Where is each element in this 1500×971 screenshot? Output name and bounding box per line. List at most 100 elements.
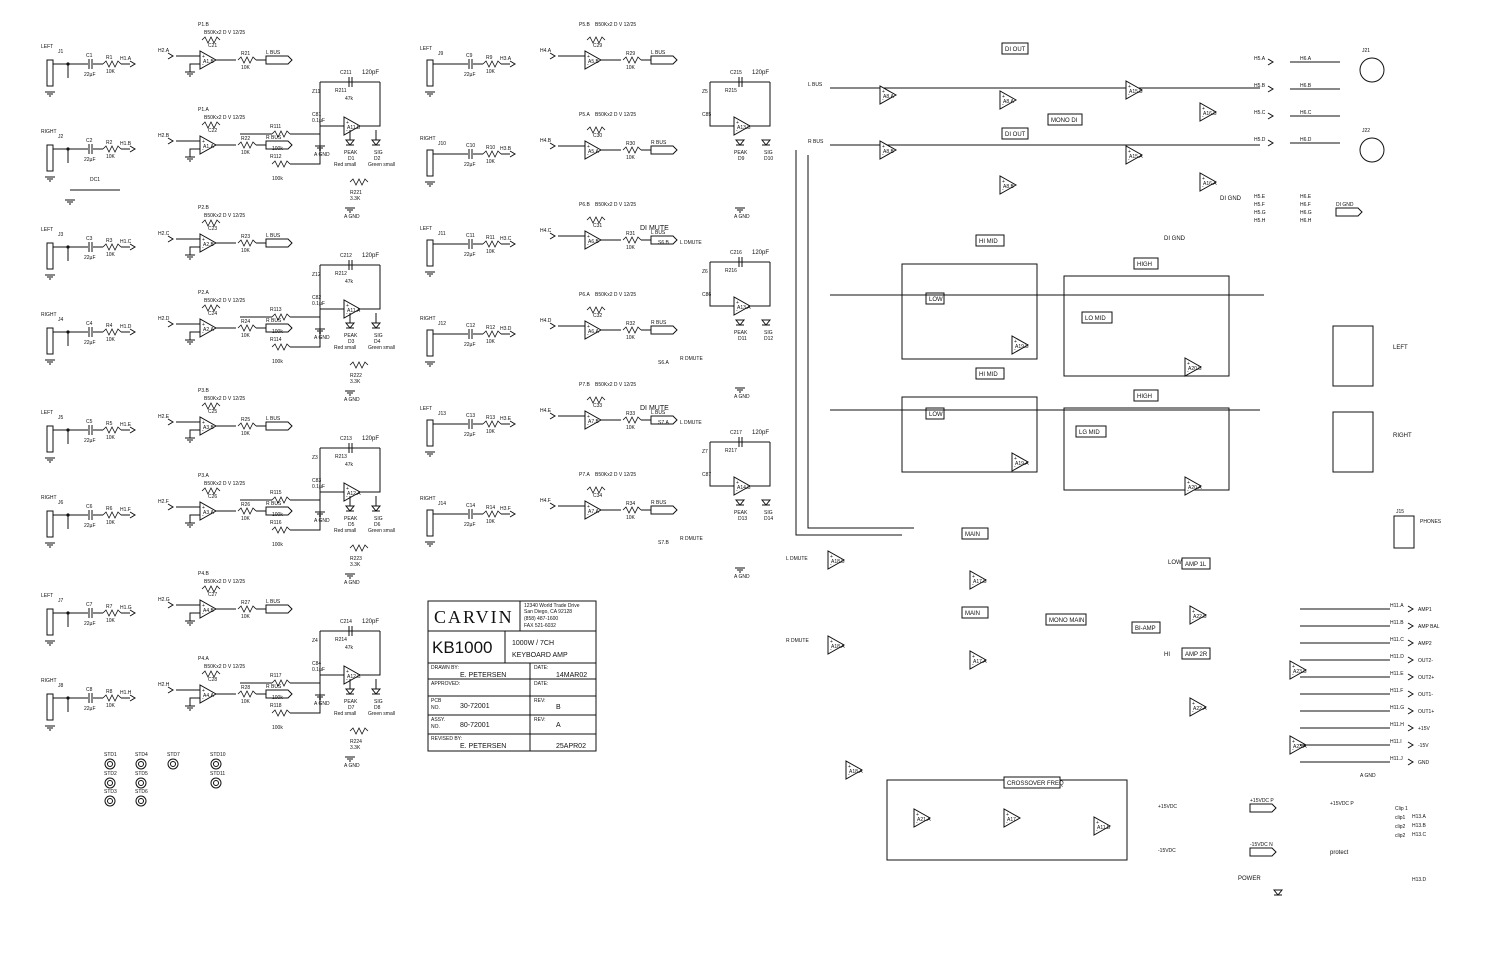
peak-led-ref: D7: [348, 705, 355, 711]
output-stage-right: [1332, 411, 1374, 473]
pot-ref: P6.B: [579, 202, 591, 208]
capacitor-label: C5: [86, 419, 93, 425]
high-box-text: HIGH: [1137, 262, 1152, 268]
connector-arrow: [549, 322, 556, 330]
wire: [807, 155, 914, 529]
connector-arrow: [549, 52, 556, 60]
op-amp-label: A22.B: [1193, 614, 1207, 620]
h5-connector-label: H5.H: [1254, 218, 1266, 224]
mute-l-label: L DMUTE: [680, 420, 702, 426]
peak-label: PEAK: [344, 699, 358, 705]
assy-number: 80-72001: [460, 722, 490, 729]
resistor-value: 10K: [626, 155, 636, 161]
low-box: [925, 292, 945, 305]
ground-symbol: [344, 756, 356, 762]
resistor-label: R10: [486, 145, 495, 151]
led-diode: [344, 688, 356, 695]
led-diode: [760, 139, 772, 146]
op-amp-label: A11.B: [347, 125, 361, 131]
led-res-ref: R224: [350, 739, 362, 745]
peak-led-ref: D3: [348, 339, 355, 345]
standoff-outer: [135, 758, 147, 770]
standoff-label: STD1: [104, 752, 117, 758]
input-jack: [426, 329, 441, 357]
amp-output-label: AMP2: [1418, 641, 1432, 647]
xlr-connector-left: [1359, 57, 1385, 83]
ground-symbol: [44, 176, 56, 182]
ground-symbol: [44, 640, 56, 646]
ground-symbol: [64, 199, 76, 205]
connector-label: H3.A: [500, 56, 512, 62]
op-amp-label: A11.A: [347, 308, 361, 314]
pot-ref: P2.B: [198, 205, 210, 211]
jack-ref: J9: [438, 51, 444, 57]
resistor-value: 10K: [486, 249, 496, 255]
mute-l-label: L DMUTE: [680, 240, 702, 246]
capacitor-label: C9: [466, 53, 473, 59]
op-amp-label: A19.B: [1015, 344, 1029, 350]
analog-ground-label: A GND: [314, 335, 330, 341]
pot-ref: P7.B: [579, 382, 591, 388]
ground-symbol: [44, 542, 56, 548]
ground-symbol: [184, 254, 196, 260]
resistor-value: 10K: [241, 333, 251, 339]
connector-arrow: [129, 511, 136, 519]
mono-di-box-text: MONO DI: [1051, 118, 1078, 124]
standoff-outer: [210, 758, 222, 770]
standoff-outer: [210, 777, 222, 789]
standoff-outer: [104, 758, 116, 770]
h11-connector-label: H11.J: [1390, 756, 1403, 762]
led-diode: [760, 319, 772, 326]
pot-value: B50Kx2 D V 12/25: [595, 292, 636, 298]
capacitor-value: 22µF: [84, 706, 96, 712]
ground-symbol: [184, 705, 196, 711]
ground-symbol: [184, 339, 196, 345]
resistor: [349, 544, 369, 552]
resistor-value: 10K: [241, 699, 251, 705]
pot-value: B50Kx2 D V 12/25: [595, 22, 636, 28]
peak-cap-ref: C214: [340, 619, 352, 625]
eq-block: [1063, 407, 1230, 491]
mute-switch-ref: S6.A: [658, 360, 670, 366]
bus-port-label: -15VDC N: [1250, 842, 1273, 848]
pot-ref: P1.B: [198, 22, 210, 28]
crossover-freq-box-text: CROSSOVER FREQ: [1007, 781, 1064, 787]
standoff-inner: [107, 761, 113, 767]
capacitor-value: 22µF: [84, 157, 96, 163]
coupling-cap-ref: C83: [312, 478, 321, 484]
mono-main-box-text: MONO MAIN: [1049, 618, 1084, 624]
input-side-label: LEFT: [41, 410, 53, 416]
wire: [290, 683, 321, 714]
coupling-cap-ref: C82: [312, 295, 321, 301]
bus-port-label: R BUS: [266, 135, 282, 141]
amp-output-label: GND: [1418, 760, 1430, 766]
connector-arrow: [509, 330, 516, 338]
jack-ref: J6: [58, 500, 64, 506]
capacitor-value: 22µF: [84, 523, 96, 529]
pot-ref: P1.A: [198, 107, 210, 113]
bus-port-label: L BUS: [651, 230, 666, 236]
h11-connector-label: H11.I: [1390, 739, 1402, 745]
standoff-label: STD5: [135, 771, 148, 777]
assy-no-label: NO.: [431, 724, 440, 730]
capacitor-value: 22µF: [464, 162, 476, 168]
h5-connector-label: H5.A: [1254, 56, 1266, 62]
connector-arrow: [167, 235, 174, 243]
capacitor: [468, 238, 473, 250]
feedback-cap-ref: C34: [593, 493, 602, 499]
standoff-label: STD2: [104, 771, 117, 777]
ground-symbol: [424, 91, 436, 97]
resistor-value: 10K: [486, 429, 496, 435]
feedback-cap-ref: C21: [208, 43, 217, 49]
bus-port: [650, 505, 678, 515]
zener-ref: Z6: [702, 269, 708, 275]
mute-r-label: R DMUTE: [680, 536, 703, 542]
h6-connector-label: H6.A: [1300, 56, 1312, 62]
lg-mid-box-text: LG MID: [1079, 430, 1100, 436]
input-jack: [426, 509, 441, 537]
pot-ref: P4.B: [198, 571, 210, 577]
resistor-value: 10K: [241, 516, 251, 522]
input-jack: [46, 608, 61, 636]
standoff-label: STD6: [135, 789, 148, 795]
sig-led-ref: D12: [764, 336, 773, 342]
